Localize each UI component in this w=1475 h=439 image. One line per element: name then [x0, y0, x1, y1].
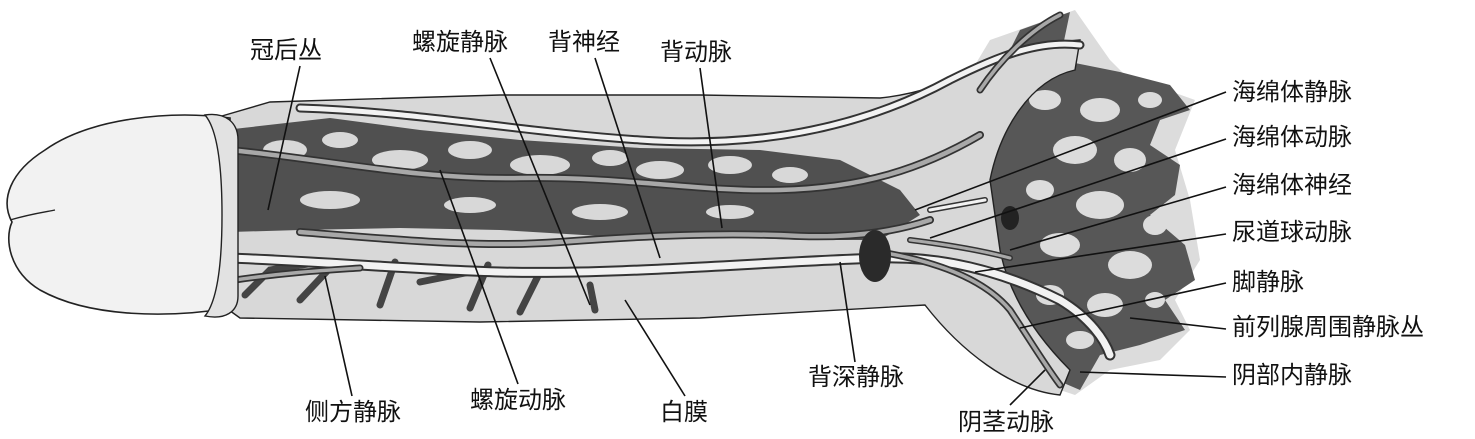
- leader-spiral-vein: [489, 57, 591, 306]
- labels: 冠后丛 螺旋静脉 背神经 背动脉海绵体静脉海绵体动脉海绵体神经尿道球动脉脚静脉前列腺周…: [250, 28, 1424, 436]
- leader-corona-plexus: [267, 65, 301, 211]
- leader-spiral-artery: [439, 169, 519, 385]
- glans-meatus: [9, 209, 56, 221]
- label-spiral-vein: 螺旋静脉: [412, 28, 508, 56]
- leader-bulbourethral-artery: [974, 233, 1227, 273]
- label-cavernous-vein: 海绵体静脉: [1232, 78, 1352, 106]
- leader-dorsal-artery: [699, 67, 723, 229]
- corona: [203, 113, 239, 318]
- label-spiral-artery: 螺旋动脉: [470, 386, 566, 414]
- glans-body: [6, 114, 231, 315]
- leader-cavernous-nerve: [1009, 186, 1227, 251]
- leader-crural-vein: [1019, 282, 1227, 329]
- leader-internal-pudendal-vein: [1079, 371, 1227, 378]
- label-deep-dorsal-vein: 背深静脉: [808, 363, 904, 391]
- leader-lateral-vein: [324, 275, 353, 397]
- leader-dorsal-nerve: [594, 57, 661, 259]
- glans: [6, 113, 239, 318]
- deep-dorsal-vein-trunk: [859, 230, 891, 282]
- label-tunica-albuginea: 白膜: [660, 398, 708, 426]
- leader-cavernous-vein: [914, 91, 1227, 211]
- label-dorsal-nerve: 背神经: [548, 28, 620, 56]
- label-internal-pudendal-vein: 阴部内静脉: [1232, 361, 1352, 389]
- leader-penile-artery: [1009, 369, 1046, 406]
- label-dorsal-artery: 背动脉: [660, 38, 732, 66]
- label-penile-artery: 阴茎动脉: [958, 408, 1054, 436]
- label-corona-plexus: 冠后丛: [250, 36, 322, 64]
- leader-periprostatic-plexus: [1129, 317, 1227, 330]
- leader-cavernous-artery: [929, 138, 1227, 239]
- shaft-lacunae: [263, 132, 808, 220]
- label-cavernous-artery: 海绵体动脉: [1232, 123, 1352, 151]
- label-lateral-vein: 侧方静脉: [305, 398, 401, 426]
- leader-deep-dorsal-vein: [839, 261, 856, 363]
- label-cavernous-nerve: 海绵体神经: [1232, 171, 1352, 199]
- label-crural-vein: 脚静脉: [1232, 268, 1304, 296]
- leader-tunica-albuginea: [624, 299, 686, 397]
- label-bulbourethral-artery: 尿道球动脉: [1232, 218, 1352, 246]
- leader-lines: [267, 57, 1227, 406]
- label-periprostatic-plexus: 前列腺周围静脉丛: [1232, 313, 1424, 341]
